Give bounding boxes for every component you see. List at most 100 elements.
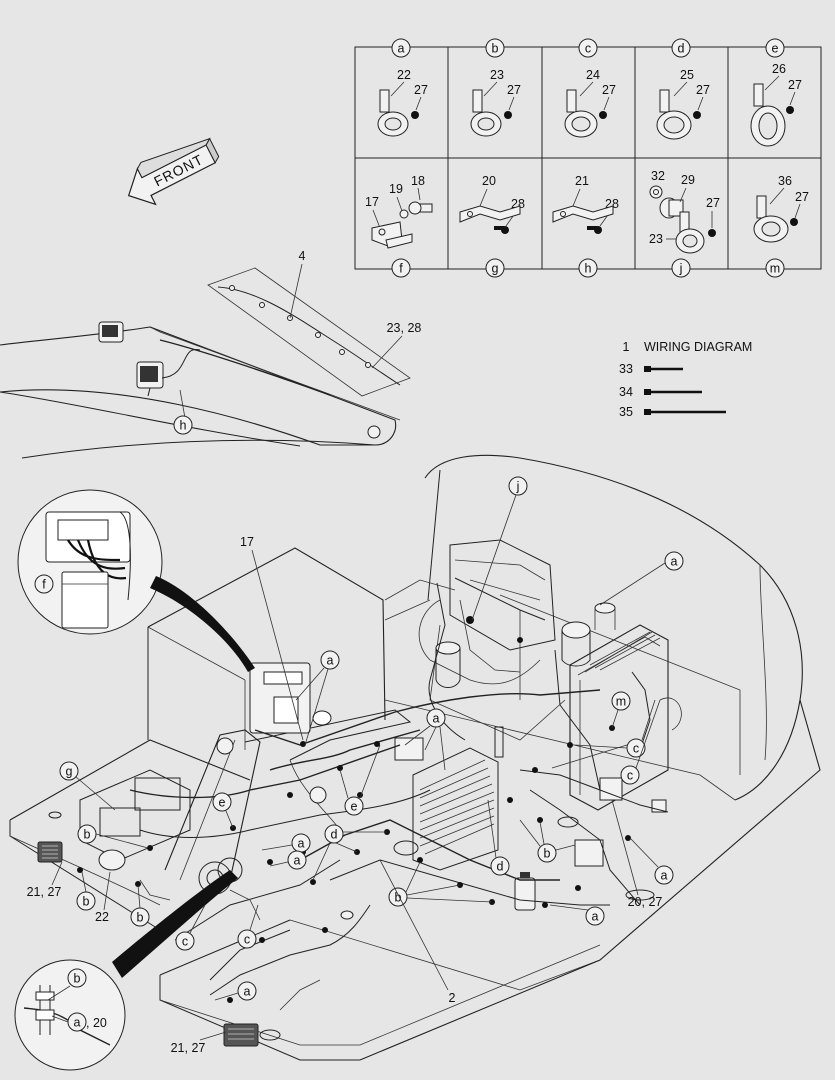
- svg-text:a: a: [398, 42, 405, 56]
- callouts: j a 17 a g a: [27, 476, 684, 1055]
- front-lamp-bottom: [223, 1023, 259, 1047]
- svg-text:4: 4: [299, 249, 306, 263]
- detail-h-callout: h: [173, 415, 193, 435]
- front-arrow: FRONT: [127, 137, 220, 206]
- svg-text:27: 27: [507, 83, 521, 97]
- callout-c-right: c: [551, 699, 656, 769]
- legend-grid: a b c d e f g h j m 22 27 23 27: [354, 38, 822, 278]
- svg-text:j: j: [516, 480, 520, 494]
- svg-text:17: 17: [240, 535, 254, 549]
- svg-text:m: m: [770, 262, 780, 276]
- svg-text:f: f: [399, 262, 403, 276]
- svg-text:26: 26: [772, 62, 786, 76]
- callout-a-lower-right: a: [629, 837, 674, 885]
- svg-text:27: 27: [696, 83, 710, 97]
- label-2: 2: [449, 991, 456, 1005]
- svg-text:27: 27: [602, 83, 616, 97]
- svg-text:b: b: [83, 895, 90, 909]
- detail-inset-f: f: [17, 489, 255, 672]
- callout-17: 17: [240, 535, 304, 741]
- callout-a-bottom: a: [214, 981, 257, 1001]
- svg-text:a: a: [592, 910, 599, 924]
- work-lamp-front: [136, 361, 164, 397]
- part-g: 20 28: [459, 174, 525, 234]
- legend-row2-g: g: [485, 258, 505, 278]
- svg-text:27: 27: [795, 190, 809, 204]
- svg-text:22: 22: [397, 68, 411, 82]
- svg-text:f: f: [42, 578, 46, 592]
- legend-col-d: d: [671, 38, 691, 58]
- svg-text:19: 19: [389, 182, 403, 196]
- svg-text:27: 27: [706, 196, 720, 210]
- legend-row2-f: f: [391, 258, 411, 278]
- legend-col-e: e: [765, 38, 785, 58]
- svg-text:WIRING DIAGRAM: WIRING DIAGRAM: [644, 340, 752, 354]
- callout-j: j: [471, 476, 528, 621]
- svg-text:a: a: [671, 555, 678, 569]
- svg-text:21: 21: [575, 174, 589, 188]
- callout-e1: e: [212, 792, 234, 829]
- oil-cooler: [412, 747, 499, 871]
- work-lamp-rear: [98, 321, 124, 343]
- svg-text:36: 36: [778, 174, 792, 188]
- callout-c-right2: c: [620, 699, 661, 785]
- svg-text:b: b: [492, 42, 499, 56]
- svg-text:g: g: [66, 765, 73, 779]
- label-21-27-left: 21, 27: [27, 885, 62, 899]
- svg-text:e: e: [219, 796, 226, 810]
- svg-text:23: 23: [490, 68, 504, 82]
- svg-text:c: c: [182, 935, 188, 949]
- svg-text:a: a: [294, 854, 301, 868]
- svg-text:a: a: [433, 712, 440, 726]
- svg-text:b: b: [137, 911, 144, 925]
- svg-text:20: 20: [482, 174, 496, 188]
- svg-text:34: 34: [619, 385, 633, 399]
- legend-row2-j: j: [671, 258, 691, 278]
- part-j: 32 29 27 23: [649, 169, 720, 254]
- svg-text:a: a: [298, 837, 305, 851]
- callout-b-left3: b: [130, 884, 150, 927]
- callout-d2: d: [487, 799, 510, 876]
- cable-tie-33: [644, 366, 683, 372]
- svg-text:g: g: [492, 262, 499, 276]
- cable-tie-35: [644, 409, 726, 415]
- boom-assembly: 4 23, 28 h: [0, 249, 422, 459]
- svg-text:1: 1: [623, 340, 630, 354]
- callout-a-cab: a: [295, 650, 340, 746]
- clamp-e: 26 27: [750, 62, 802, 147]
- svg-text:h: h: [585, 262, 592, 276]
- svg-text:b: b: [84, 828, 91, 842]
- callout-b-left2: b: [76, 871, 96, 911]
- callout-a-mid: a: [404, 708, 446, 771]
- svg-text:27: 27: [788, 78, 802, 92]
- callout-b-left1: b: [77, 824, 149, 849]
- label-22: 22: [95, 910, 109, 924]
- svg-text:b: b: [74, 972, 81, 986]
- svg-text:d: d: [497, 860, 504, 874]
- label-20-27: 20, 27: [628, 895, 663, 909]
- clamp-c: 24 27: [564, 68, 616, 138]
- machine-frame: [9, 454, 821, 1061]
- callout-d1: d: [312, 824, 387, 881]
- detail-inset-bottom: b a , 20: [14, 870, 238, 1071]
- legend-col-b: b: [485, 38, 505, 58]
- svg-text:23: 23: [649, 232, 663, 246]
- wiring-legend: 1 WIRING DIAGRAM 33 34 35: [619, 340, 752, 419]
- main-harness: [129, 577, 669, 1011]
- svg-text:c: c: [627, 769, 633, 783]
- svg-text:25: 25: [680, 68, 694, 82]
- svg-text:23, 28: 23, 28: [387, 321, 422, 335]
- callout-a-left2: a: [269, 850, 307, 870]
- callout-b-mid1: b: [388, 861, 493, 907]
- callout-a-lower: a: [549, 904, 605, 926]
- legend-col-a: a: [391, 38, 411, 58]
- svg-text:a: a: [244, 985, 251, 999]
- front-lamp-left: [37, 841, 63, 863]
- cable-tie-34: [644, 389, 702, 395]
- callout-c-low1: c: [175, 904, 206, 951]
- callout-b-mid2: b: [519, 819, 576, 863]
- svg-text:a: a: [327, 654, 334, 668]
- clamp-b: 23 27: [470, 68, 521, 137]
- legend-row2-m: m: [765, 258, 785, 278]
